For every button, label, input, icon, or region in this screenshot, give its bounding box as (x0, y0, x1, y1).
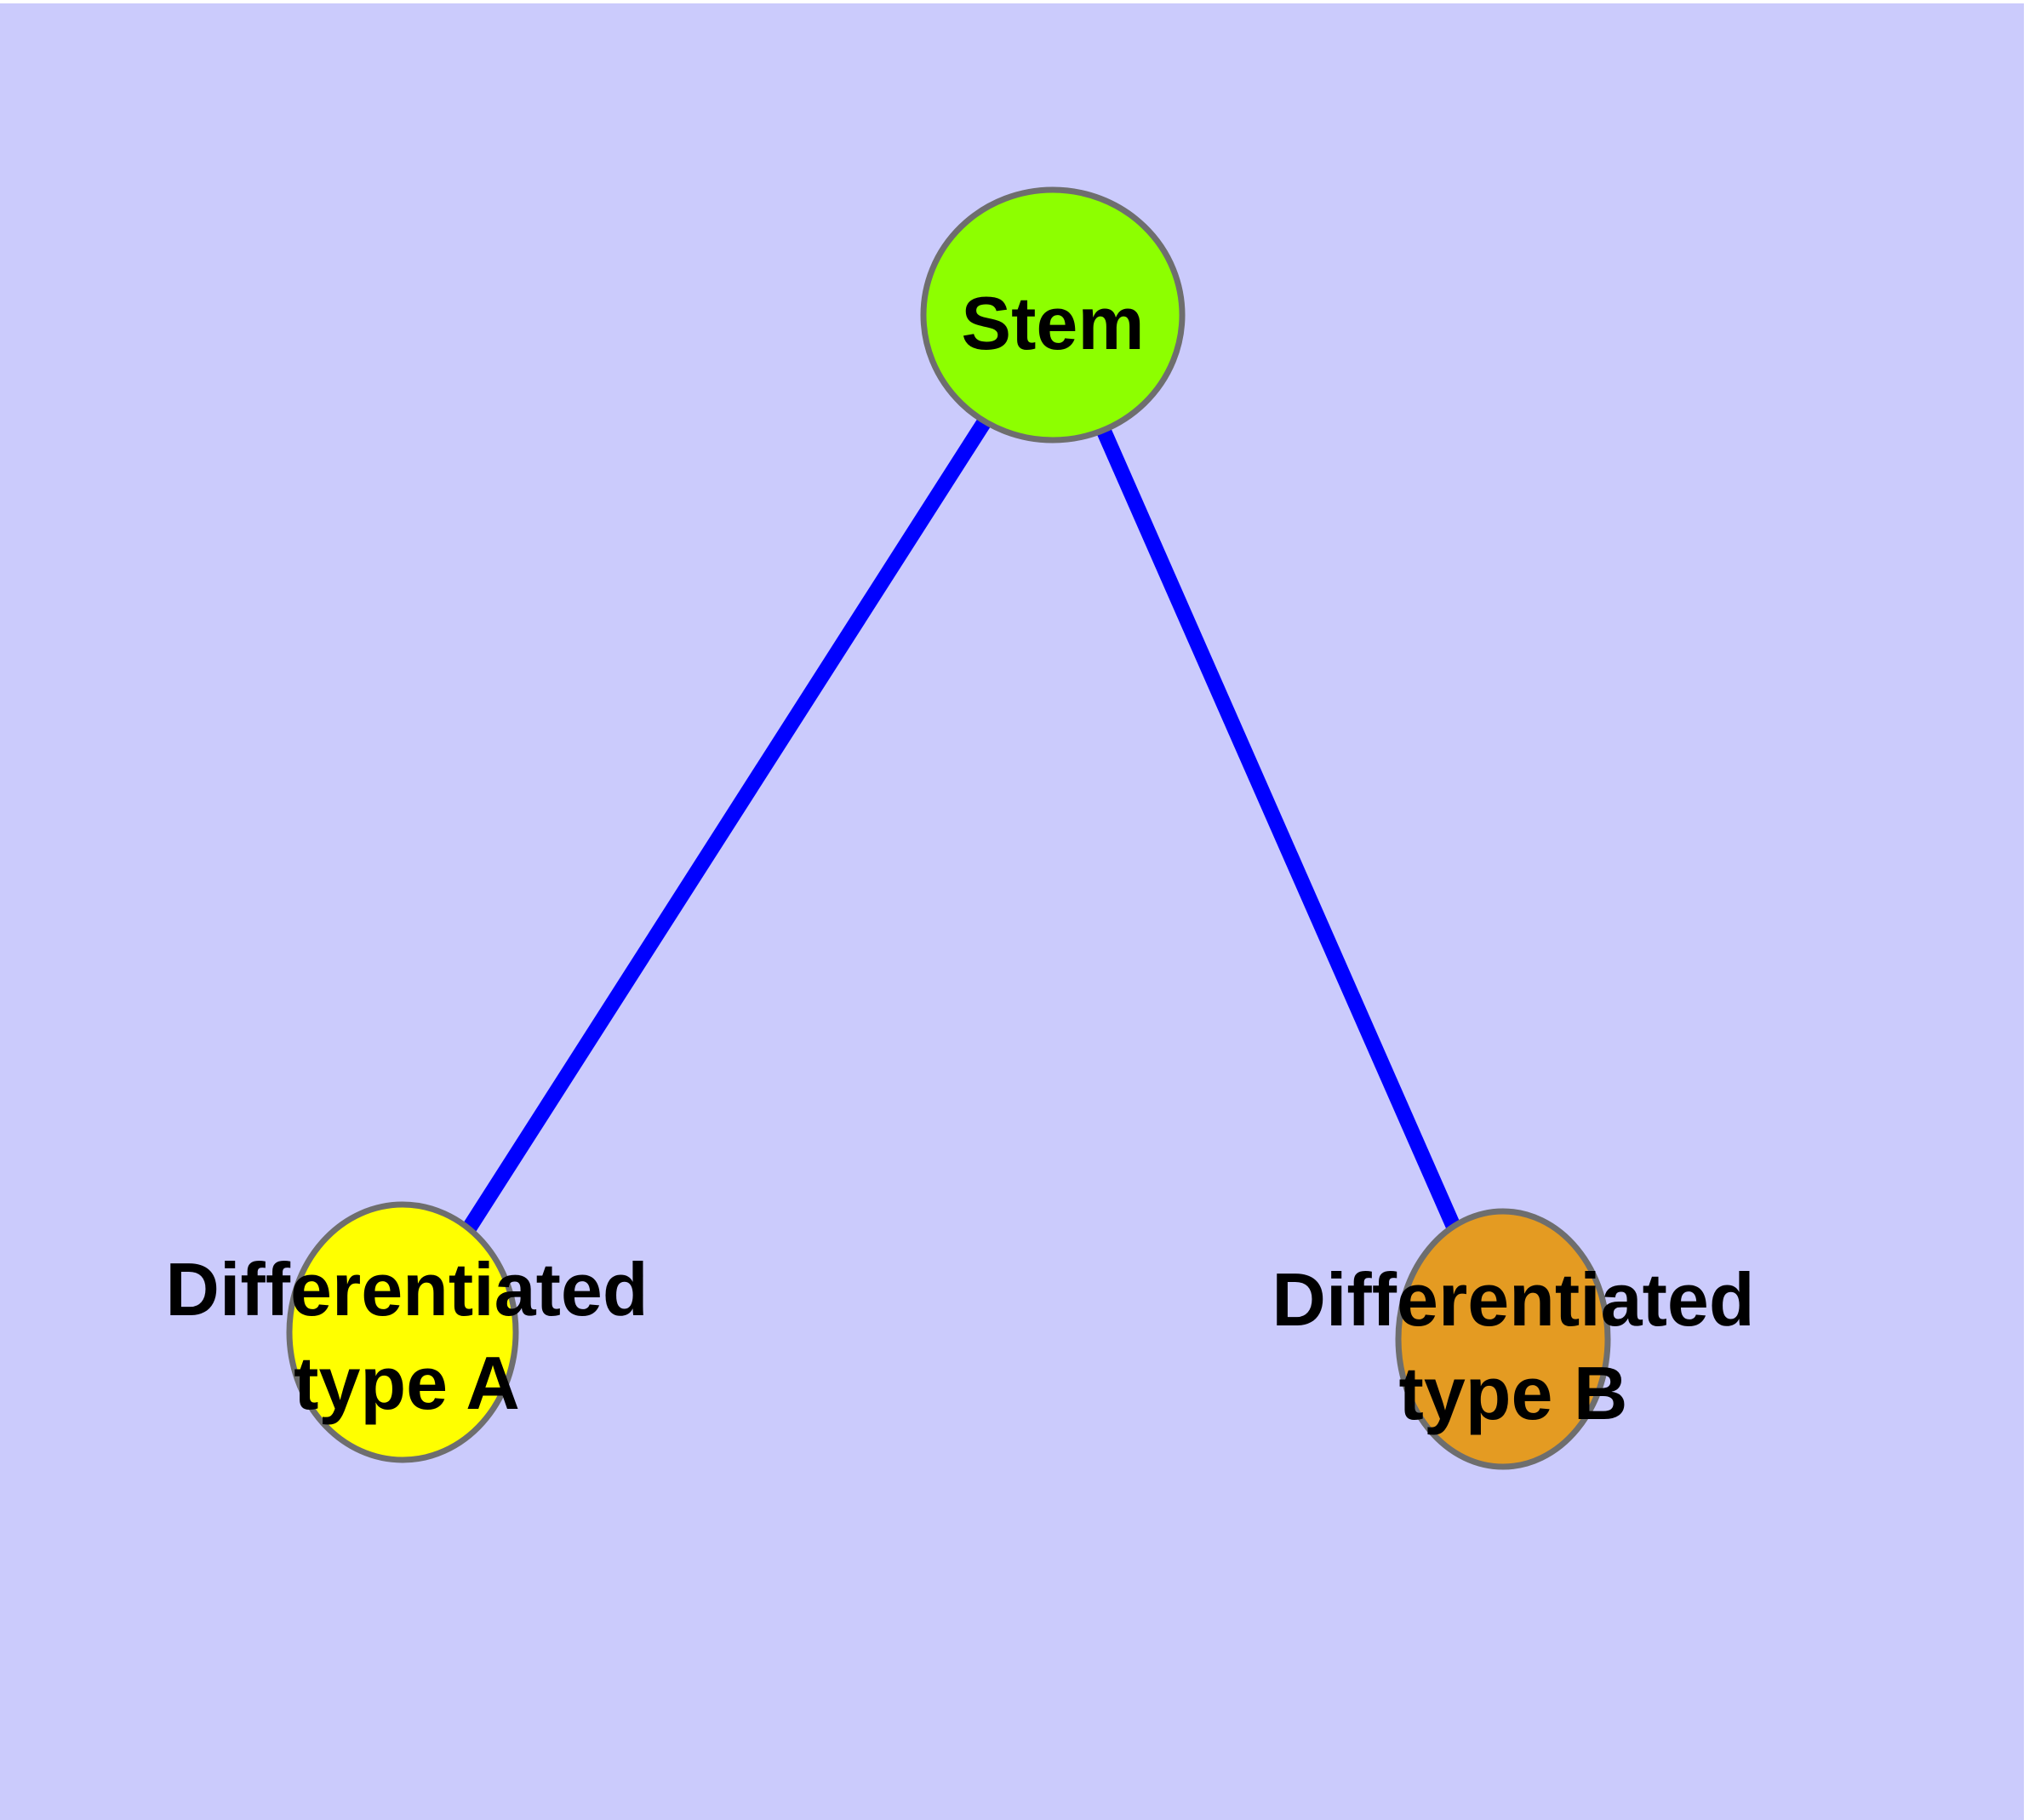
node-differentiated-type-a (286, 1201, 519, 1463)
node-differentiated-type-b-label-line-1: Differentiated (1272, 1257, 1754, 1342)
edge-stem-to-differentiated-type-a (396, 311, 1060, 1336)
node-differentiated-type-b-label-line-2: type B (1399, 1351, 1628, 1435)
node-differentiated-type-a-label-line-2: type A (294, 1341, 520, 1425)
node-differentiated-type-a-label-line-1: Differentiated (165, 1247, 648, 1331)
edge-stem-to-differentiated-type-b (1045, 312, 1511, 1342)
node-stem (920, 186, 1186, 444)
node-differentiated-type-b (1395, 1208, 1611, 1470)
node-stem-label-line-1: Stem (961, 281, 1144, 365)
